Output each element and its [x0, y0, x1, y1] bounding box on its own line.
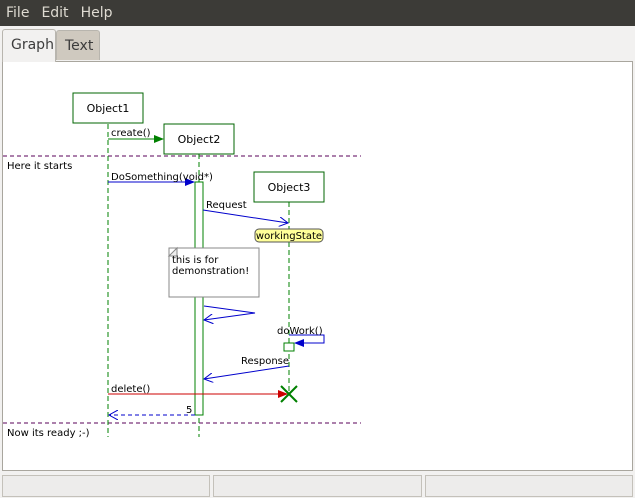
state-working[interactable]: workingState: [254, 228, 324, 243]
destroy-x-icon: [280, 385, 298, 403]
graph-canvas[interactable]: Here it starts Now its ready ;-) Object1…: [2, 61, 633, 471]
message-request-label: Request: [206, 200, 247, 211]
tab-graph[interactable]: Graph: [2, 29, 56, 62]
menu-edit[interactable]: Edit: [41, 5, 69, 21]
status-bar: [0, 474, 635, 498]
message-request-arrow: [202, 209, 288, 223]
message-dowork-arrow: [289, 334, 325, 347]
message-dowork-label: doWork(): [277, 326, 323, 337]
menu-file[interactable]: File: [6, 5, 30, 21]
note-line-2: demonstration!: [172, 266, 249, 277]
message-response-label: Response: [241, 356, 289, 367]
message-return-label: 5: [186, 405, 192, 416]
tab-text[interactable]: Text: [56, 30, 100, 60]
object1-label: Object1: [87, 102, 130, 115]
object-box-object3[interactable]: Object3: [253, 171, 325, 203]
activation-object2: [194, 181, 204, 416]
state-working-label: workingState: [256, 231, 322, 242]
sequence-diagram: Here it starts Now its ready ;-) Object1…: [3, 92, 361, 439]
object2-label: Object2: [178, 133, 221, 146]
message-delete-label: delete(): [111, 384, 150, 395]
message-dosomething-label: DoSomething(void*): [111, 172, 213, 183]
divider-ready-label: Now its ready ;-): [7, 428, 90, 439]
menu-help[interactable]: Help: [80, 5, 113, 21]
status-cell-3: [425, 475, 633, 497]
message-response-arrow: [204, 365, 290, 379]
tab-bar: Graph Text: [0, 26, 635, 62]
message-create-label: create(): [111, 128, 151, 139]
object-box-object1[interactable]: Object1: [72, 92, 144, 124]
status-cell-1: [2, 475, 210, 497]
menu-bar: File Edit Help: [0, 0, 635, 26]
note-line-1: this is for: [172, 255, 219, 266]
message-self-arrow: [204, 305, 256, 320]
note-box[interactable]: this is for demonstration!: [167, 246, 260, 298]
divider-start-label: Here it starts: [7, 161, 72, 172]
object-box-object2[interactable]: Object2: [163, 123, 235, 155]
activation-object3: [283, 342, 295, 352]
status-cell-2: [213, 475, 422, 497]
object3-label: Object3: [268, 181, 311, 194]
